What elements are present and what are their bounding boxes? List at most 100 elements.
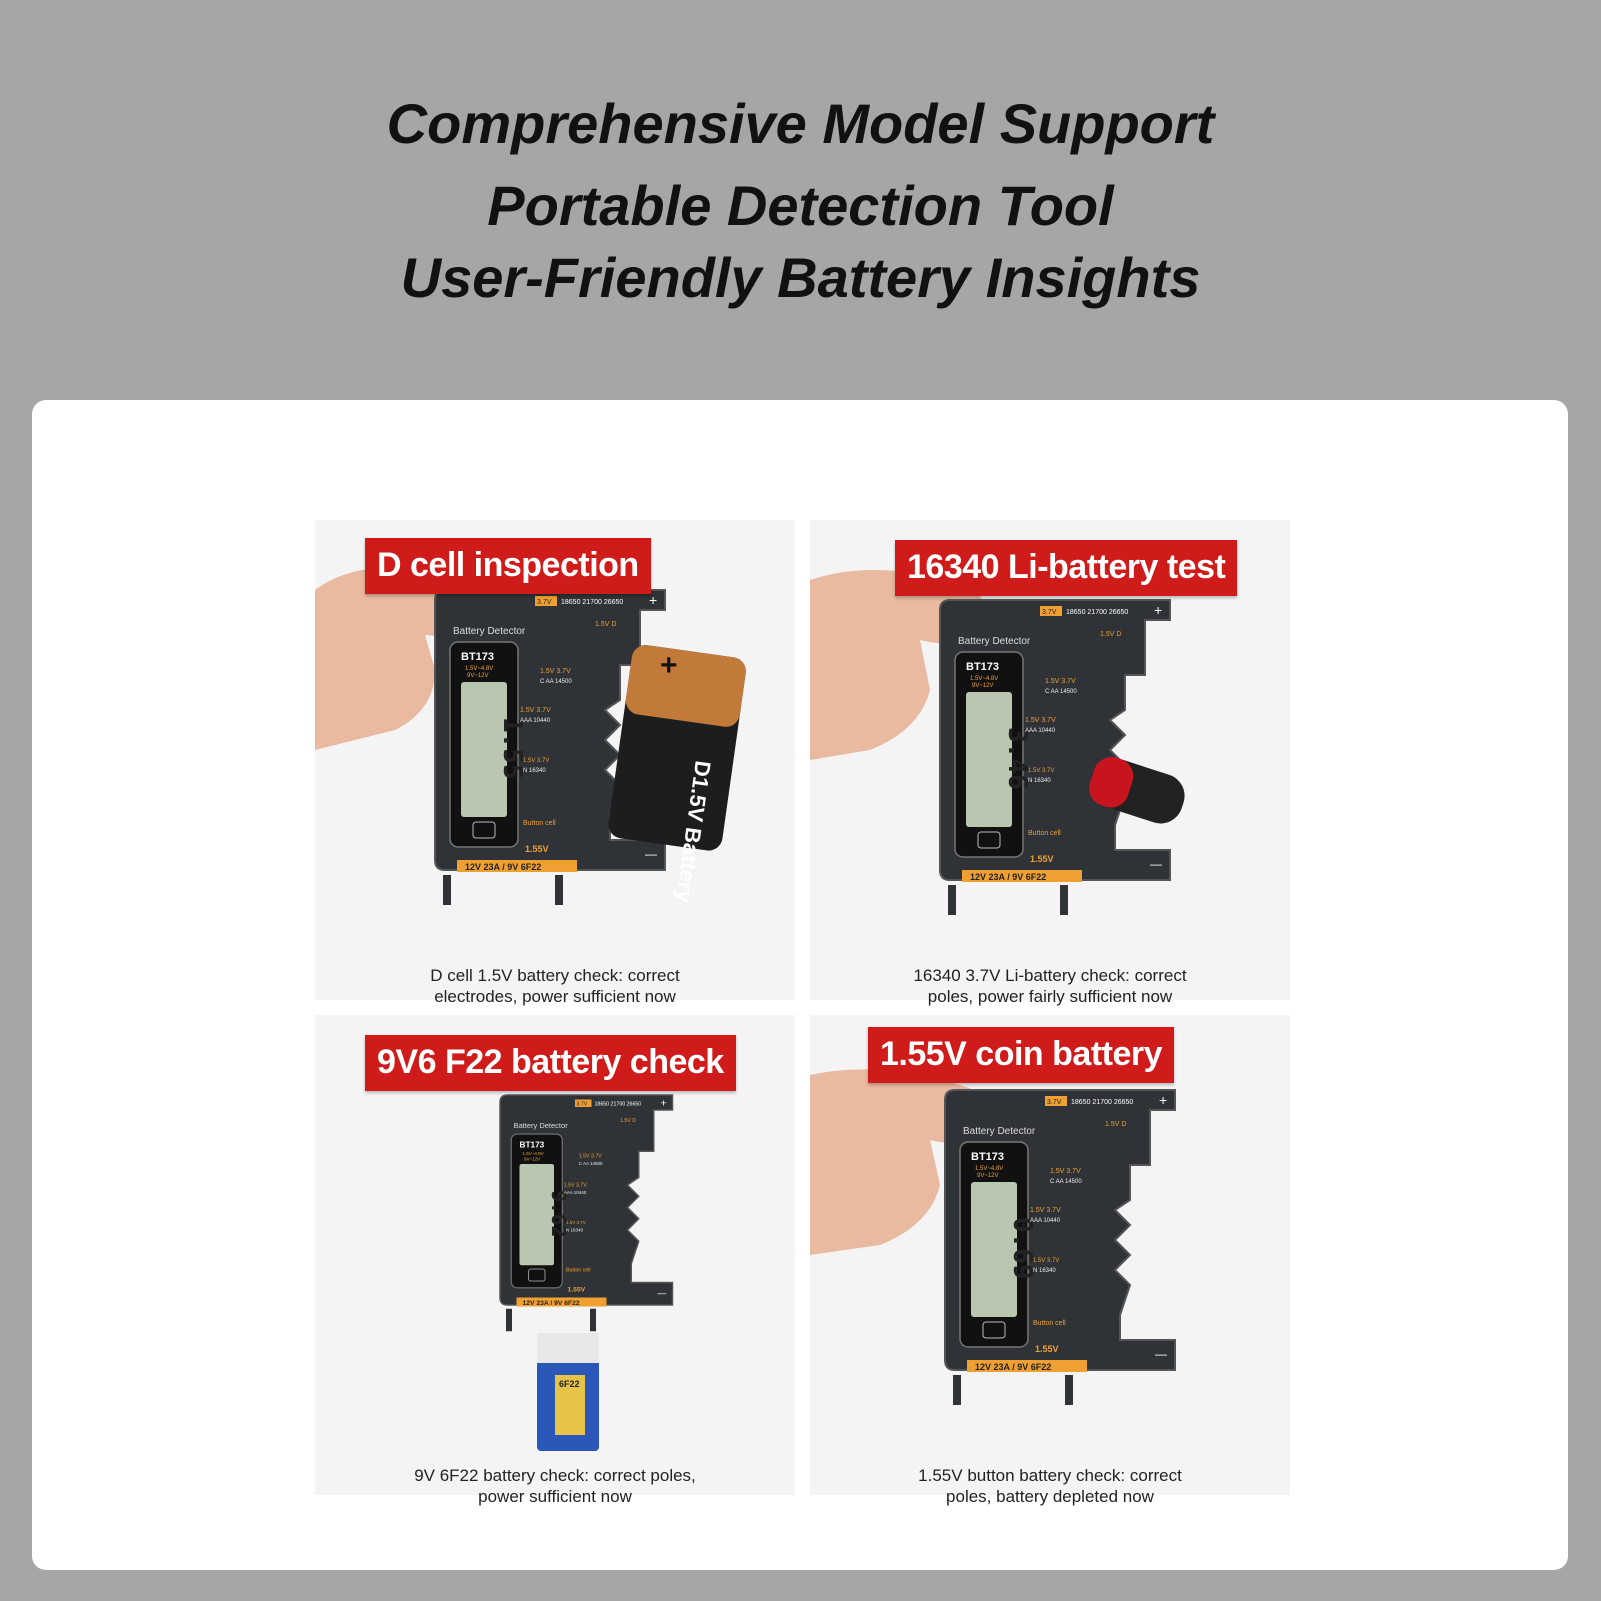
size-label: 18650 21700 26650 bbox=[561, 599, 623, 606]
minus-sign: — bbox=[1155, 1347, 1167, 1361]
device-title: Battery Detector bbox=[514, 1121, 569, 1130]
device-button bbox=[472, 821, 496, 839]
range-label: 9V~12V bbox=[972, 683, 994, 689]
voltage-tag-text: 1.5V 3.7V bbox=[1025, 717, 1056, 724]
size-label: Button cell bbox=[523, 820, 556, 827]
caption-line: poles, power fairly sufficient now bbox=[927, 987, 1173, 1006]
lcd-reading: 3.46 bbox=[1002, 727, 1032, 790]
range-label: 1.5V~4.8V bbox=[975, 1166, 1003, 1172]
caption-line: 1.55V button battery check: correct bbox=[918, 1466, 1182, 1485]
size-label: AAA 10440 bbox=[1025, 728, 1056, 734]
size-label: 18650 21700 26650 bbox=[1066, 609, 1128, 616]
voltage-tag-text: 1.5V 3.7V bbox=[566, 1220, 586, 1225]
size-label: 18650 21700 26650 bbox=[1071, 1099, 1133, 1106]
model-name: BT173 bbox=[520, 1141, 545, 1150]
voltage-tag-text: 1.5V 3.7V bbox=[1030, 1207, 1061, 1214]
model-name: BT173 bbox=[461, 651, 494, 663]
size-label: N 16340 bbox=[1033, 1268, 1056, 1274]
panel-banner: 9V6 F22 battery check bbox=[365, 1035, 736, 1091]
voltage-tag-text: 3.7V bbox=[1047, 1099, 1062, 1106]
voltage-tag-text: 3.7V bbox=[1042, 609, 1057, 616]
panel-caption-d-cell: D cell 1.5V battery check: correct elect… bbox=[385, 965, 725, 1007]
voltage-tag-text: 1.5V 3.7V bbox=[1028, 768, 1054, 774]
device-button bbox=[528, 1268, 546, 1282]
range-label: 1.5V~4.8V bbox=[970, 676, 998, 682]
voltage-tag bbox=[1040, 606, 1062, 616]
device-title: Battery Detector bbox=[958, 636, 1031, 647]
lcd-screen bbox=[519, 1164, 554, 1266]
headline-line-2: Portable Detection Tool bbox=[487, 174, 1114, 237]
16340-battery bbox=[1089, 756, 1185, 824]
coin-voltage: 1.55V bbox=[525, 844, 549, 854]
panel-caption-16340: 16340 3.7V Li-battery check: correct pol… bbox=[880, 965, 1220, 1007]
device-button bbox=[977, 831, 1001, 849]
voltage-tag bbox=[575, 1099, 592, 1107]
lcd-screen bbox=[971, 1182, 1017, 1317]
caption-line: electrodes, power sufficient now bbox=[434, 987, 676, 1006]
size-label: AAA 10440 bbox=[520, 718, 551, 724]
size-label: N 16340 bbox=[523, 768, 546, 774]
device-illustration: Battery DetectorBT1731.5V~4.8V9V~12V3.46… bbox=[810, 570, 1185, 915]
caption-line: power sufficient now bbox=[478, 1487, 632, 1506]
size-label: 1.5V D bbox=[1100, 631, 1121, 638]
voltage-tag-text: 3.7V bbox=[537, 599, 552, 606]
minus-sign: — bbox=[1150, 857, 1162, 871]
lcd-screen bbox=[461, 682, 507, 817]
voltage-tag bbox=[535, 596, 557, 606]
bottom-tag bbox=[516, 1297, 607, 1307]
panel-banner: 1.55V coin battery bbox=[868, 1027, 1175, 1083]
battery-tester: Battery DetectorBT1731.5V~4.8V9V~12V1.55… bbox=[434, 589, 666, 905]
battery-tester: Battery DetectorBT1731.5V~4.8V9V~12V3.46… bbox=[939, 599, 1171, 915]
size-label: Button cell bbox=[566, 1267, 591, 1273]
panel-caption-coin: 1.55V button battery check: correct pole… bbox=[880, 1465, 1220, 1507]
voltage-tag-text: 1.5V 3.7V bbox=[564, 1183, 588, 1189]
bottom-tag bbox=[457, 860, 577, 872]
size-label: AAA 10440 bbox=[1030, 1218, 1061, 1224]
size-label: 1.5V D bbox=[1105, 1121, 1126, 1128]
size-label: 18650 21700 26650 bbox=[595, 1102, 642, 1108]
panel-caption-9v: 9V 6F22 battery check: correct poles, po… bbox=[385, 1465, 725, 1507]
size-label: N 16340 bbox=[1028, 778, 1051, 784]
size-label: N 16340 bbox=[566, 1228, 584, 1233]
size-label: C AA 14500 bbox=[1045, 689, 1077, 695]
coin-voltage: 1.55V bbox=[1035, 1344, 1059, 1354]
coin-voltage: 1.55V bbox=[1030, 854, 1054, 864]
voltage-tag-text: 1.5V 3.7V bbox=[1050, 1168, 1081, 1175]
device-leg bbox=[948, 885, 956, 915]
headline-line-1: Comprehensive Model Support bbox=[386, 92, 1215, 155]
bottom-tag bbox=[967, 1360, 1087, 1372]
voltage-tag-text: 3.7V bbox=[577, 1102, 588, 1108]
voltage-tag-text: 1.5V 3.7V bbox=[540, 668, 571, 675]
lcd-reading: 1.55 bbox=[497, 717, 527, 780]
device-leg bbox=[555, 875, 563, 905]
plus-sign: + bbox=[1154, 602, 1162, 618]
headline-line-3: User-Friendly Battery Insights bbox=[400, 246, 1201, 309]
device-title: Battery Detector bbox=[453, 626, 526, 637]
panel-banner: D cell inspection bbox=[365, 538, 651, 594]
9v-battery-label: 6F22 bbox=[559, 1379, 580, 1389]
caption-line: 16340 3.7V Li-battery check: correct bbox=[913, 966, 1187, 985]
voltage-tag bbox=[1045, 1096, 1067, 1106]
d-battery: + D1.5V Battery bbox=[608, 645, 746, 905]
battery-plus-sign: + bbox=[660, 649, 678, 682]
device-illustration: Battery DetectorBT1731.5V~4.8V9V~12V1.55… bbox=[315, 567, 746, 905]
caption-line: poles, battery depleted now bbox=[946, 1487, 1154, 1506]
device-illustration: Battery DetectorBT1731.5V~4.8V9V~12V9.62… bbox=[499, 1094, 674, 1451]
lcd-screen bbox=[966, 692, 1012, 827]
size-label: C AA 14500 bbox=[579, 1161, 603, 1166]
size-label: C AA 14500 bbox=[1050, 1179, 1082, 1185]
lcd-reading: 9.62 bbox=[547, 1190, 570, 1237]
caption-line: 9V 6F22 battery check: correct poles, bbox=[414, 1466, 696, 1485]
range-label: 1.5V~4.8V bbox=[523, 1151, 544, 1156]
plus-sign: + bbox=[1159, 1092, 1167, 1108]
model-name: BT173 bbox=[971, 1151, 1004, 1163]
size-label: AAA 10440 bbox=[564, 1190, 587, 1195]
lcd-reading: 0.69 bbox=[1007, 1217, 1037, 1280]
voltage-tag-text: 1.5V 3.7V bbox=[1045, 678, 1076, 685]
minus-sign: — bbox=[645, 847, 657, 861]
device-leg bbox=[506, 1308, 512, 1332]
voltage-tag-text: 1.5V 3.7V bbox=[579, 1153, 603, 1159]
